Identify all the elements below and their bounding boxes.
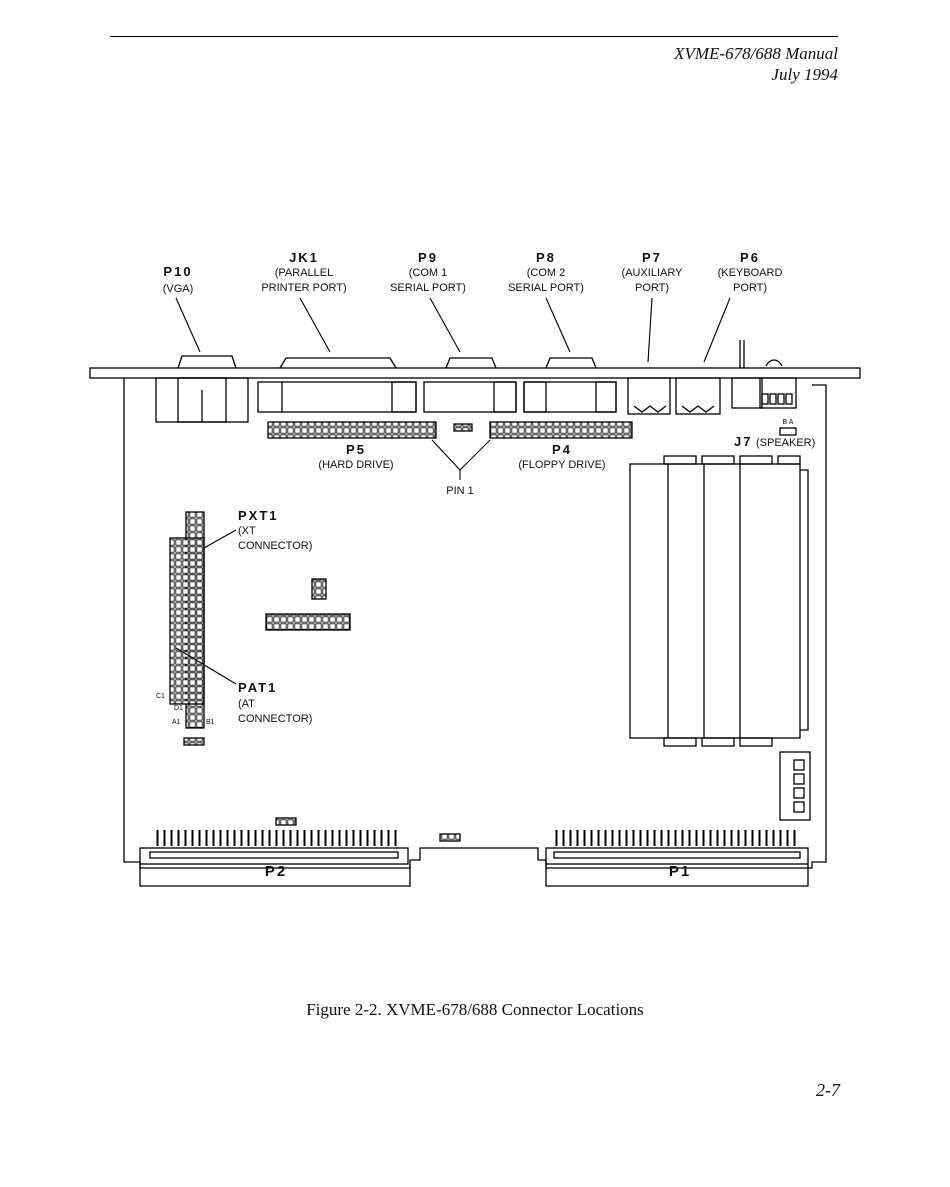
label-pin-c1: C1 xyxy=(156,693,165,700)
manual-title: XVME-678/688 Manual xyxy=(674,44,838,63)
small-jumper-left xyxy=(183,737,205,746)
leader-lines xyxy=(175,297,731,685)
label-p9-line1: (COM 1 xyxy=(409,267,448,279)
label-p8-line1: (COM 2 xyxy=(527,267,566,279)
label-pin-a1: A1 xyxy=(172,719,181,726)
jumper-between xyxy=(453,423,473,432)
label-p10-line1: (VGA) xyxy=(163,283,194,295)
label-p10-id: P10 xyxy=(163,264,192,279)
header-rule xyxy=(110,36,838,37)
label-p5-desc: (HARD DRIVE) xyxy=(318,459,393,471)
label-p5-id: P5 xyxy=(346,442,366,457)
top-connector-labels: P10 (VGA) JK1 (PARALLEL PRINTER PORT) P9… xyxy=(163,250,783,295)
label-p8-line2: SERIAL PORT) xyxy=(508,282,584,294)
p7-auxiliary-connector xyxy=(627,377,671,415)
p9-com1-connector xyxy=(423,357,517,413)
figure-caption: Figure 2-2. XVME-678/688 Connector Locat… xyxy=(306,1000,644,1019)
jumper-bottom-center xyxy=(439,833,461,842)
switch-block xyxy=(731,340,797,409)
memory-modules xyxy=(629,455,809,747)
label-p4-id: P4 xyxy=(552,442,572,457)
front-panel xyxy=(89,367,861,379)
label-p4-desc: (FLOPPY DRIVE) xyxy=(518,459,605,471)
label-p9-id: P9 xyxy=(418,250,438,265)
board-outline xyxy=(123,378,827,869)
label-pat1-line1: (AT xyxy=(238,698,255,710)
label-pxt1-line1: (XT xyxy=(238,525,256,537)
label-pat1-line2: CONNECTOR) xyxy=(238,713,312,725)
center-jumper xyxy=(311,578,327,600)
label-p7-line2: PORT) xyxy=(635,282,669,294)
jumper-bottom-left xyxy=(275,817,297,826)
page-number: 2-7 xyxy=(816,1080,840,1100)
label-p8-id: P8 xyxy=(536,250,556,265)
p8-com2-connector xyxy=(523,357,617,413)
label-p6-id: P6 xyxy=(740,250,760,265)
label-p1: P1 xyxy=(669,863,691,880)
label-j7-pins: B A xyxy=(783,419,794,426)
label-jk1-line2: PRINTER PORT) xyxy=(261,282,346,294)
label-jk1-line1: (PARALLEL xyxy=(275,267,334,279)
label-p6-line1: (KEYBOARD xyxy=(718,267,783,279)
label-pin-b1: B1 xyxy=(206,719,215,726)
label-pin-d1: D1 xyxy=(174,705,183,712)
p6-keyboard-connector xyxy=(675,377,721,415)
label-j7-desc: (SPEAKER) xyxy=(756,437,815,449)
manual-date: July 1994 xyxy=(771,65,838,84)
label-pxt1-line2: CONNECTOR) xyxy=(238,540,312,552)
label-pat1-id: PAT1 xyxy=(238,680,277,695)
dip-switch xyxy=(779,751,811,821)
label-p6-line2: PORT) xyxy=(733,282,767,294)
p1-connector xyxy=(545,830,809,887)
label-pxt1-id: PXT1 xyxy=(238,508,279,523)
label-p2: P2 xyxy=(265,863,287,880)
jk1-parallel-connector xyxy=(257,357,417,413)
p4-floppy-drive-header xyxy=(489,421,633,439)
center-header xyxy=(265,613,351,631)
label-p7-line1: (AUXILIARY xyxy=(622,267,684,279)
label-pin1: PIN 1 xyxy=(446,485,474,497)
label-jk1-id: JK1 xyxy=(289,250,319,265)
label-p7-id: P7 xyxy=(642,250,662,265)
p5-hard-drive-header xyxy=(267,421,437,439)
label-p9-line2: SERIAL PORT) xyxy=(390,282,466,294)
j7-jumper xyxy=(779,427,797,436)
label-j7-id: J7 xyxy=(734,434,752,449)
pat1-connector xyxy=(169,537,205,705)
p2-connector xyxy=(139,830,411,887)
p10-vga-connector xyxy=(155,355,249,423)
